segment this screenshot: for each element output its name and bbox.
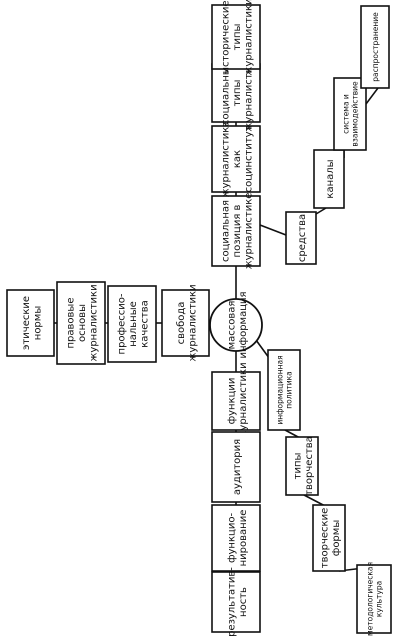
node-label: журналистикакаксоцинститут	[221, 121, 255, 198]
node-box	[211, 504, 261, 572]
node-hist-types: историческиетипыжурналистики	[211, 0, 261, 76]
node-box	[267, 349, 301, 431]
node-box	[211, 195, 261, 267]
hub-circle	[209, 298, 263, 352]
node-functions: функциижурналистики	[211, 362, 261, 440]
hub-label: массоваяинформация	[226, 291, 249, 358]
node-label: свободажурналистики	[176, 284, 199, 361]
node-label: социальныетипыжурналистики	[221, 54, 255, 131]
node-prof: профессио-нальныекачества	[107, 285, 157, 363]
node-label: методологическаякультура	[366, 562, 384, 636]
node-box	[107, 285, 157, 363]
node-label: профессио-нальныекачества	[117, 293, 151, 354]
node-label: типытворчества	[292, 436, 315, 496]
node-box	[211, 371, 261, 431]
node-label: распространение	[371, 12, 380, 82]
node-creative-types: типытворчества	[285, 436, 319, 496]
node-label: средства	[297, 214, 308, 262]
node-social-pos: социальнаяпозиция вжурналистике	[211, 193, 261, 270]
node-label: система ивзаимодействие	[342, 81, 360, 147]
node-social-types: социальныетипыжурналистики	[211, 54, 261, 132]
node-box	[211, 63, 261, 123]
node-box	[285, 211, 317, 265]
node-box	[356, 564, 392, 634]
node-label: социальнаяпозиция вжурналистике	[221, 193, 255, 270]
node-box	[211, 125, 261, 193]
node-box	[312, 504, 346, 572]
connector-line	[259, 224, 287, 236]
node-label: историческиетипыжурналистики	[221, 0, 255, 76]
node-box	[211, 431, 261, 503]
node-freedom: свободажурналистики	[161, 284, 210, 362]
node-box	[313, 149, 345, 209]
node-legal: правовыеосновыжурналистики	[56, 281, 106, 365]
node-method-culture: методологическаякультура	[356, 562, 392, 636]
node-audience: аудитория	[211, 431, 261, 503]
node-creative-forms: творческиеформы	[312, 504, 346, 572]
node-box	[333, 77, 367, 151]
node-box	[56, 281, 106, 365]
node-ethics: этическиенормы	[6, 289, 55, 357]
connector-line	[315, 207, 327, 215]
node-label: каналы	[325, 159, 336, 198]
node-channels: каналы	[313, 149, 345, 209]
node-box	[6, 289, 55, 357]
node-mass-info: массоваяинформация	[209, 291, 263, 359]
node-label: аудитория	[232, 439, 243, 495]
node-distribution: распространение	[360, 5, 390, 89]
node-box	[161, 289, 210, 357]
node-system: система ивзаимодействие	[333, 77, 367, 151]
node-functioning: функцио-нирование	[211, 504, 261, 572]
node-label: функцио-нирование	[226, 510, 249, 567]
node-label: творческиеформы	[319, 508, 342, 568]
node-box	[285, 436, 319, 496]
node-box	[211, 571, 261, 633]
node-label: этическиенормы	[21, 296, 44, 350]
node-label: информационнаяполитика	[276, 355, 294, 424]
node-label: функциижурналистики	[226, 362, 249, 439]
node-result: результатив-ность	[211, 567, 261, 637]
connector-line	[365, 87, 379, 105]
node-info-policy: информационнаяполитика	[267, 349, 301, 431]
node-box	[360, 5, 390, 89]
node-social-inst: журналистикакаксоцинститут	[211, 121, 261, 198]
node-label: результатив-ность	[226, 567, 249, 637]
node-means: средства	[285, 211, 317, 265]
diagram-nodes: этическиенормы правовыеосновыжурналистики…	[6, 0, 392, 637]
node-box	[211, 4, 261, 70]
node-label: правовыеосновыжурналистики	[66, 284, 100, 361]
